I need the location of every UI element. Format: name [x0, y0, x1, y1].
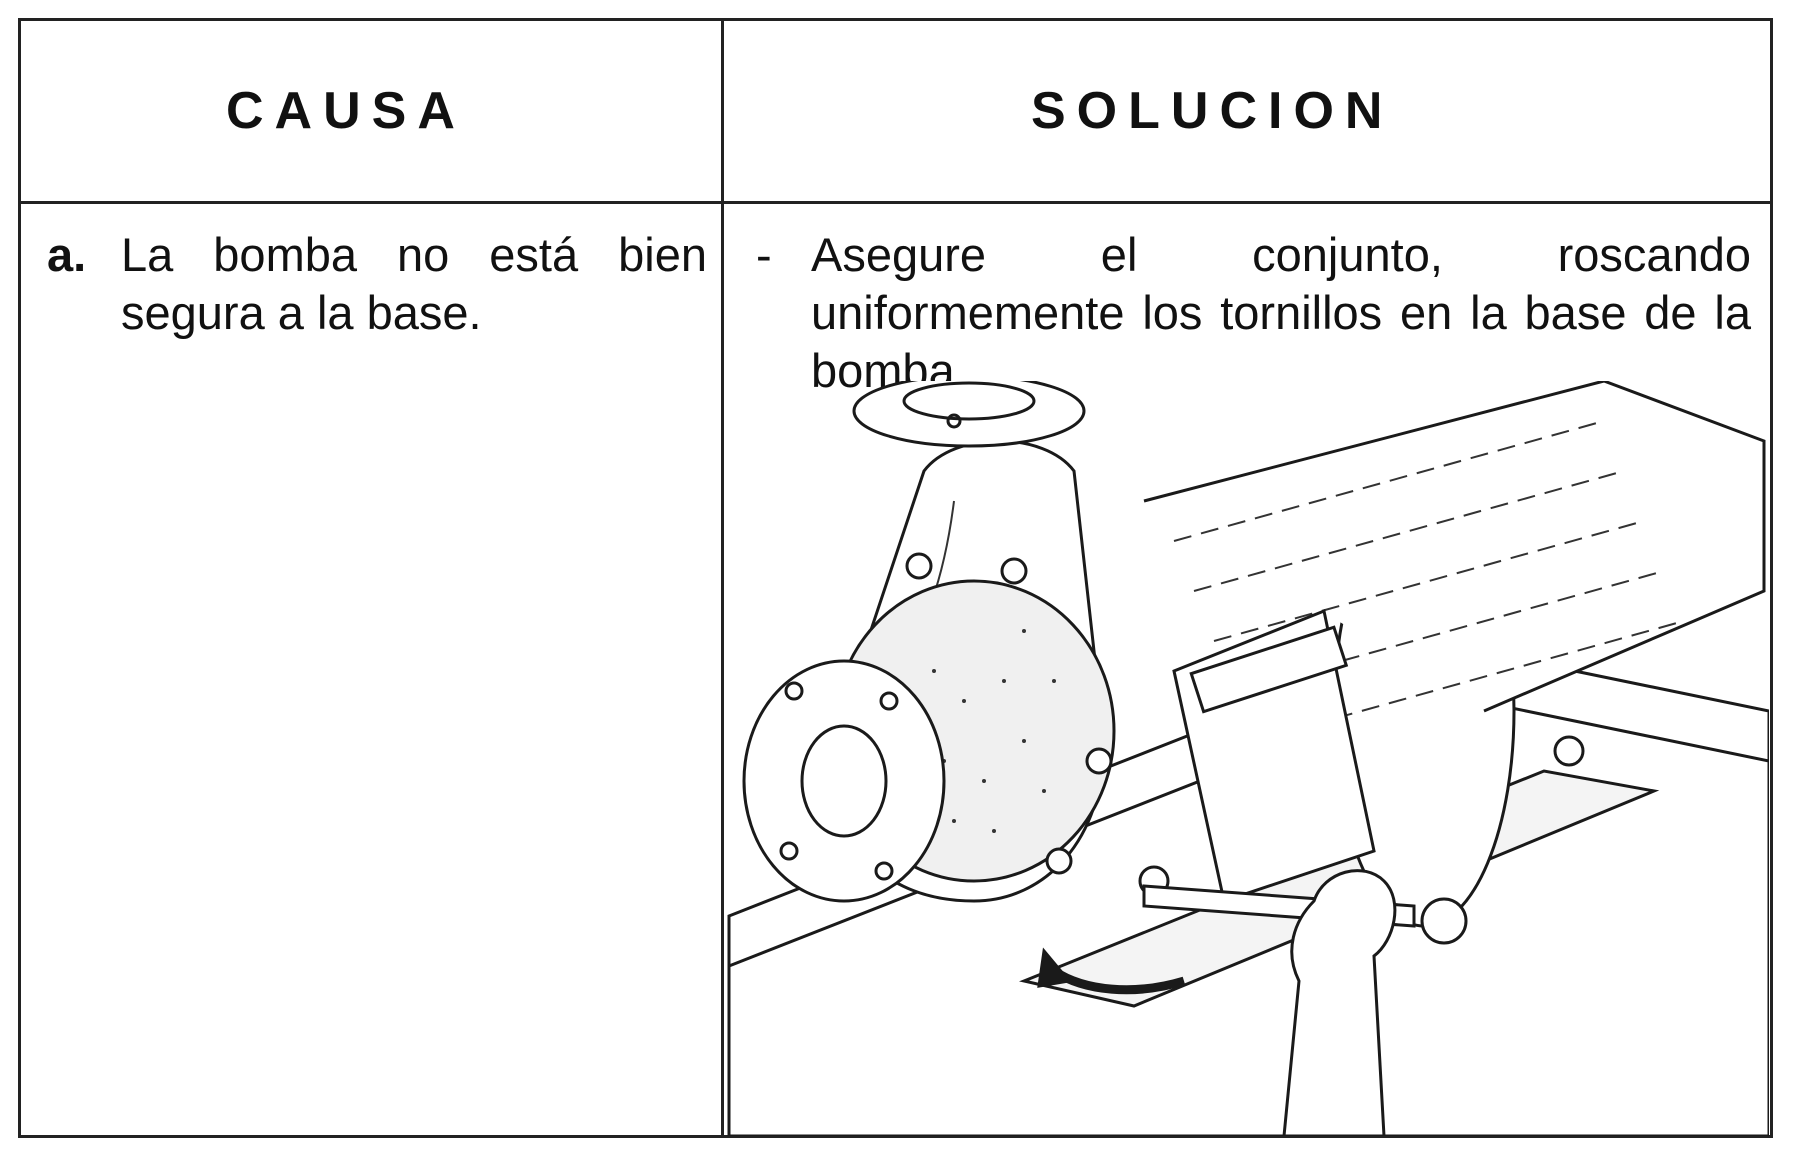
cause-letter: a.	[47, 228, 87, 281]
cause-solution-table: CAUSA SOLUCION a. La bomba no está bien …	[18, 18, 1773, 1138]
hold-down-bolt	[1553, 735, 1585, 767]
solution-text: Asegure el conjunto, roscando uniformeme…	[811, 228, 1751, 397]
header-cause: CAUSA	[226, 82, 466, 140]
hand	[1282, 869, 1397, 1136]
header-solution: SOLUCION	[1031, 82, 1394, 140]
column-divider	[721, 21, 724, 1135]
pump-illustration	[727, 381, 1769, 1136]
solution-cell: - Asegure el conjunto, roscando uniforme…	[756, 226, 1751, 400]
cause-cell: a. La bomba no está bien segura a la bas…	[47, 226, 707, 342]
motor-housing	[1143, 381, 1766, 713]
cause-text: La bomba no está bien segura a la base.	[121, 228, 707, 339]
solution-bullet: -	[756, 228, 772, 281]
header-divider	[21, 201, 1770, 204]
